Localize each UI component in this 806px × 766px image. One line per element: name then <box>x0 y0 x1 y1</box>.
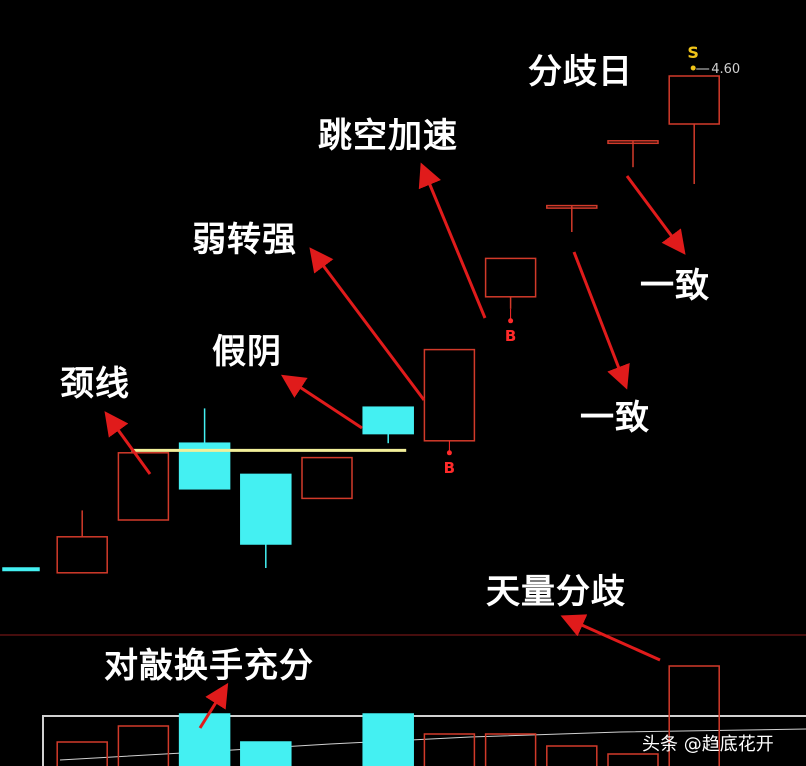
candle <box>423 348 476 442</box>
buy-dot <box>446 450 452 456</box>
label-duiqiao: 对敲换手充分 <box>104 646 314 686</box>
candle-body <box>607 140 659 145</box>
candle-body <box>301 456 353 500</box>
arrow-tianliang <box>560 614 661 662</box>
volume-bar <box>607 753 659 766</box>
candle-body <box>546 204 598 209</box>
volume-bar <box>362 713 414 766</box>
label-yizhi-lower: 一致 <box>580 398 650 438</box>
annotation-arrows <box>104 162 686 729</box>
candle-body <box>484 257 537 298</box>
buy-marker: B <box>444 459 455 477</box>
candle <box>2 567 40 572</box>
arrow-tiaokong <box>418 162 487 319</box>
candle <box>607 140 659 168</box>
arrow-yizhi-upper <box>625 175 686 255</box>
signal-markers: B B S 4.60 <box>444 43 740 477</box>
volume-bar <box>423 733 476 766</box>
label-tiaokong: 跳空加速 <box>318 116 458 156</box>
sell-price-label: 4.60 <box>711 62 740 77</box>
arrow-duiqiao <box>198 682 229 729</box>
candle <box>362 406 414 444</box>
volume-bar <box>484 733 537 766</box>
volume-bar <box>117 725 170 766</box>
volume-bar <box>240 741 292 766</box>
label-tianliang: 天量分歧 <box>486 572 626 612</box>
candle <box>240 473 292 568</box>
label-ruozhuanqiang: 弱转强 <box>192 220 297 260</box>
candle-body <box>56 536 108 574</box>
candle <box>117 452 170 521</box>
label-fenqi-ri: 分歧日 <box>528 52 633 92</box>
watermark: 头条 @趋底花开 <box>642 734 774 755</box>
arrow-neckline <box>104 411 152 475</box>
candle-body <box>668 75 720 125</box>
candle <box>668 75 720 184</box>
volume-bars <box>56 665 720 766</box>
candle-body <box>2 567 40 572</box>
volume-bar <box>668 665 720 766</box>
label-jingxian: 颈线 <box>60 364 130 404</box>
arrow-ruozhuanqiang <box>309 247 426 401</box>
sell-marker: S <box>687 43 699 62</box>
volume-bar <box>546 745 598 766</box>
sell-dot <box>690 65 696 71</box>
candle-body <box>362 406 414 435</box>
label-yizhi-upper: 一致 <box>640 266 710 306</box>
candle <box>56 510 108 574</box>
candle-body <box>240 473 292 545</box>
candle <box>546 204 598 232</box>
candle <box>484 257 537 309</box>
candle <box>301 456 353 500</box>
candle-body <box>117 452 170 521</box>
label-jiayin: 假阴 <box>212 332 282 372</box>
buy-marker: B <box>505 327 516 345</box>
volume-bar <box>56 741 108 766</box>
buy-dot <box>508 318 514 324</box>
arrow-jiayin <box>280 374 363 430</box>
candle <box>178 408 231 490</box>
arrow-yizhi-lower <box>572 251 630 390</box>
candle-body <box>423 348 476 442</box>
